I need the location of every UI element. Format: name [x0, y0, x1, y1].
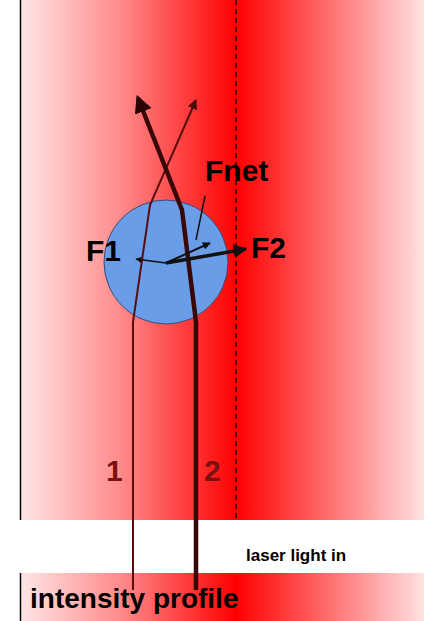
- ray-number: 1: [106, 456, 123, 486]
- beam-edge: [20, 0, 22, 520]
- caption-label: laser light in: [246, 547, 346, 564]
- laser-beam: [20, 0, 424, 520]
- intensity-profile-band: [20, 573, 424, 621]
- band-edge: [20, 573, 22, 621]
- beam-axis: [235, 0, 236, 520]
- force-label: Fnet: [205, 156, 268, 186]
- force-label: F2: [251, 233, 286, 263]
- leader-line: [196, 196, 205, 240]
- ray-2: [138, 98, 196, 590]
- force-arrow-1: [136, 259, 166, 263]
- ray-1: [133, 100, 196, 590]
- force-arrow-2: [166, 249, 246, 263]
- force-label: F1: [86, 236, 121, 266]
- ray-number: 2: [204, 456, 221, 486]
- net-force-arrow: [166, 243, 210, 263]
- caption-label: intensity profile: [30, 585, 238, 613]
- bead: [104, 200, 228, 324]
